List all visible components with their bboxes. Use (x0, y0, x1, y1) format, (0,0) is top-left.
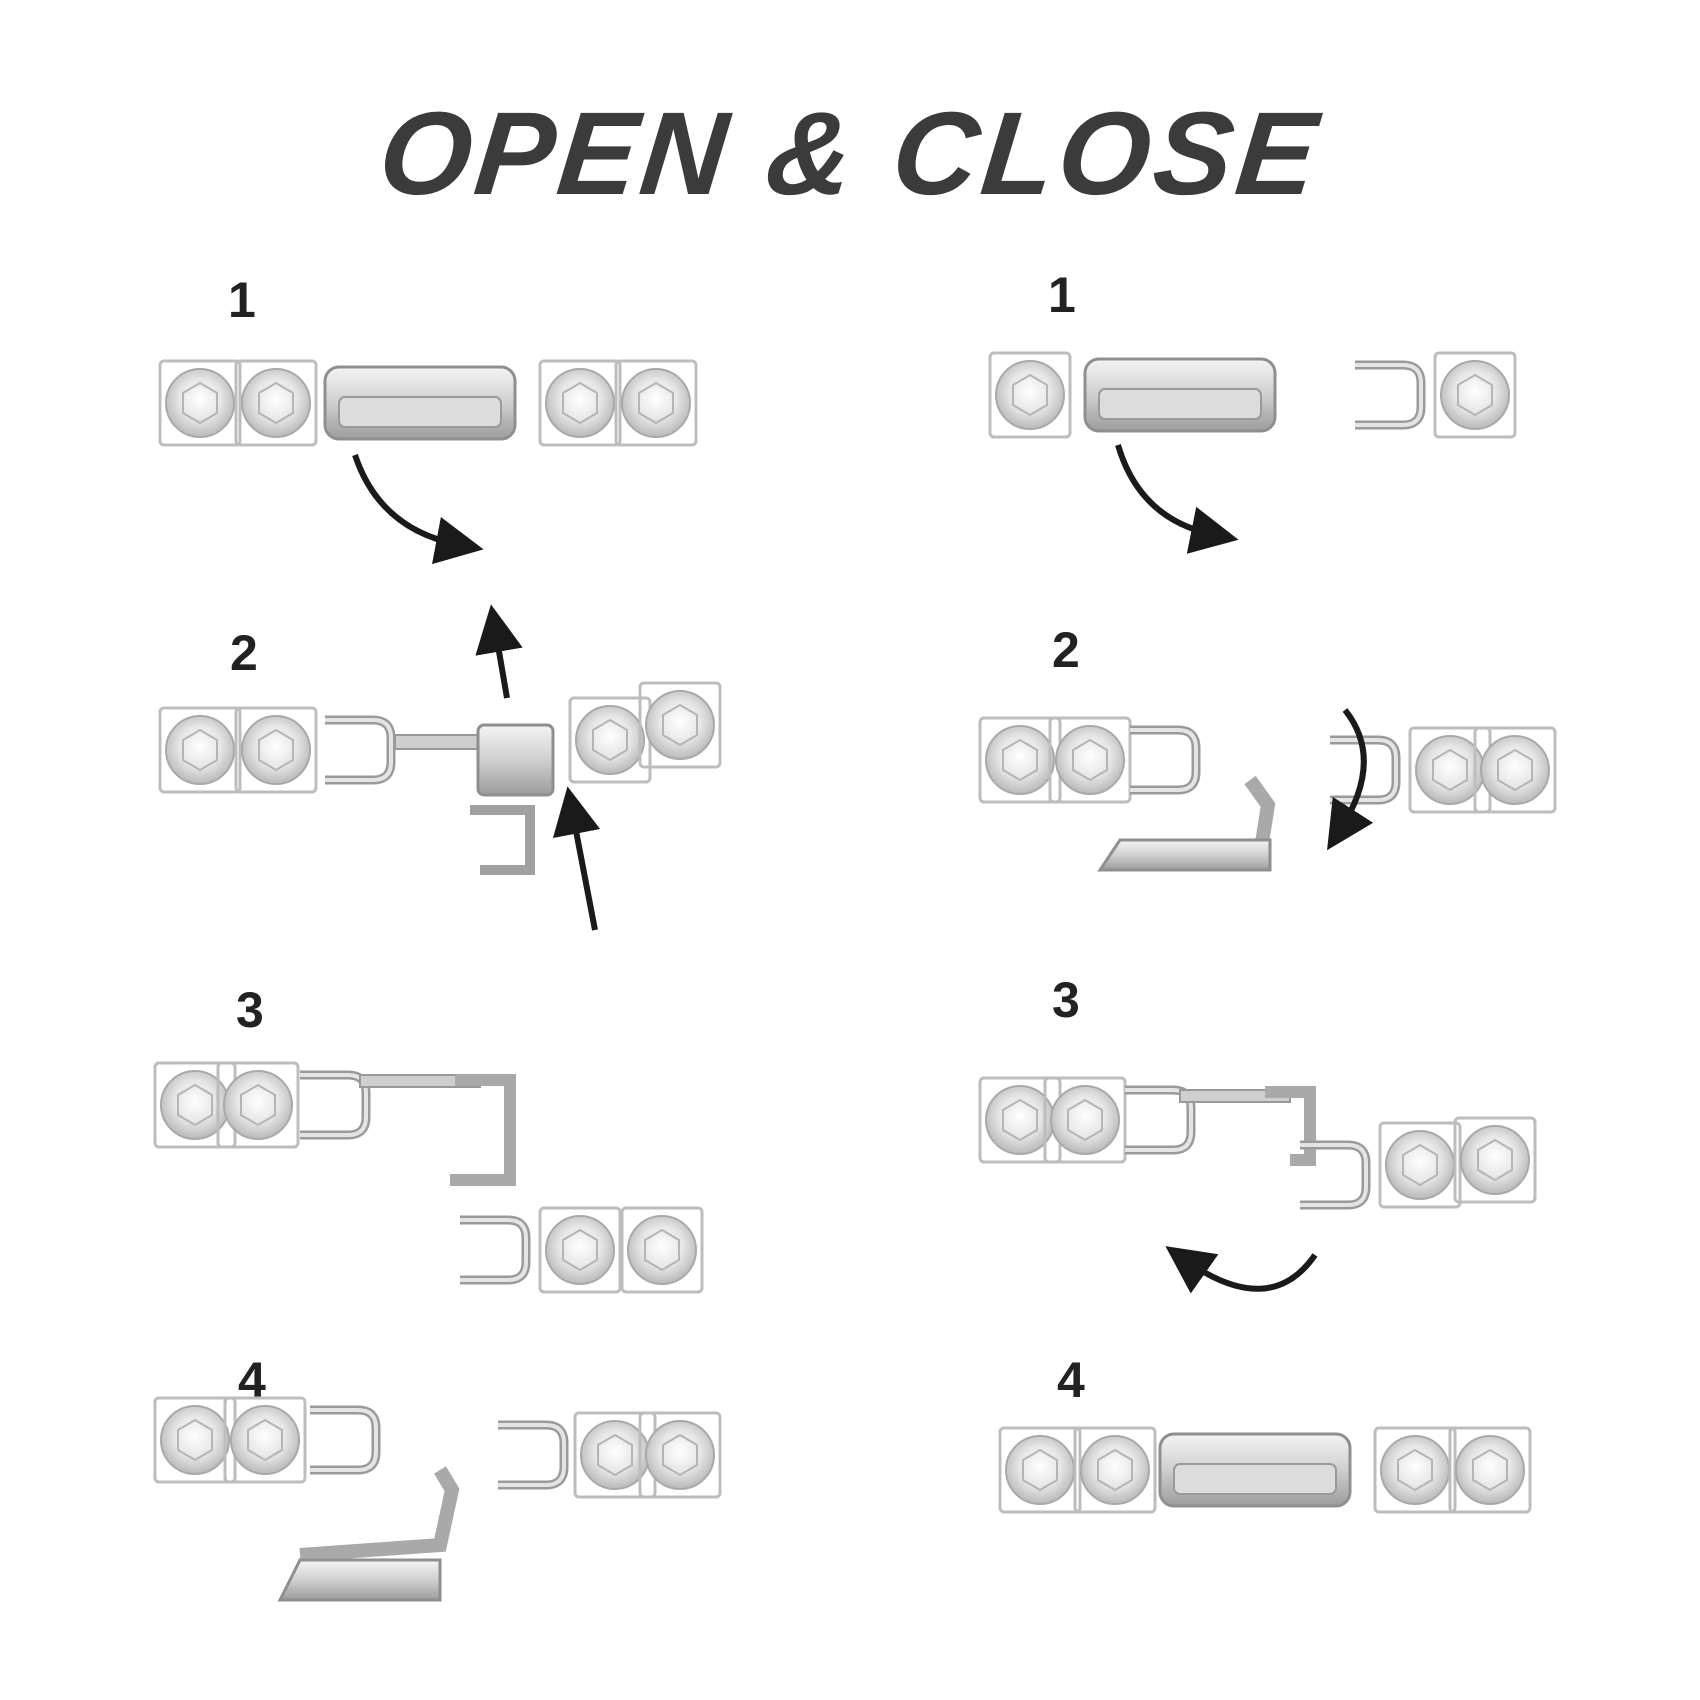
close-step-3-arrow-flip (1165, 1246, 1318, 1294)
close-step-3-bracelet (978, 1076, 1537, 1207)
open-step-3-number: 3 (236, 982, 264, 1038)
open-step-2-bracelet (158, 681, 722, 875)
close-step-2-arrow-rotate (1327, 708, 1374, 851)
open-step-1-arrow (352, 454, 484, 565)
close-step-4-bracelet (998, 1426, 1532, 1514)
close-step-3-number: 3 (1052, 972, 1080, 1028)
close-step-1-bracelet (988, 351, 1517, 439)
open-step-4-bracelet (153, 1396, 722, 1602)
close-step-4-number: 4 (1057, 1352, 1085, 1408)
open-step-1-bracelet (158, 359, 698, 447)
open-step-2-number: 2 (230, 625, 258, 681)
open-step-3-bracelet (153, 1061, 704, 1294)
close-step-1-number: 1 (1048, 267, 1076, 323)
open-step-1-number: 1 (228, 272, 256, 328)
open-step-2-arrow-push (552, 786, 601, 931)
close-step-1-arrow (1115, 444, 1239, 554)
open-step-2-arrow-up (475, 604, 523, 699)
close-step-2-number: 2 (1052, 622, 1080, 678)
close-step-2-bracelet (978, 716, 1557, 872)
